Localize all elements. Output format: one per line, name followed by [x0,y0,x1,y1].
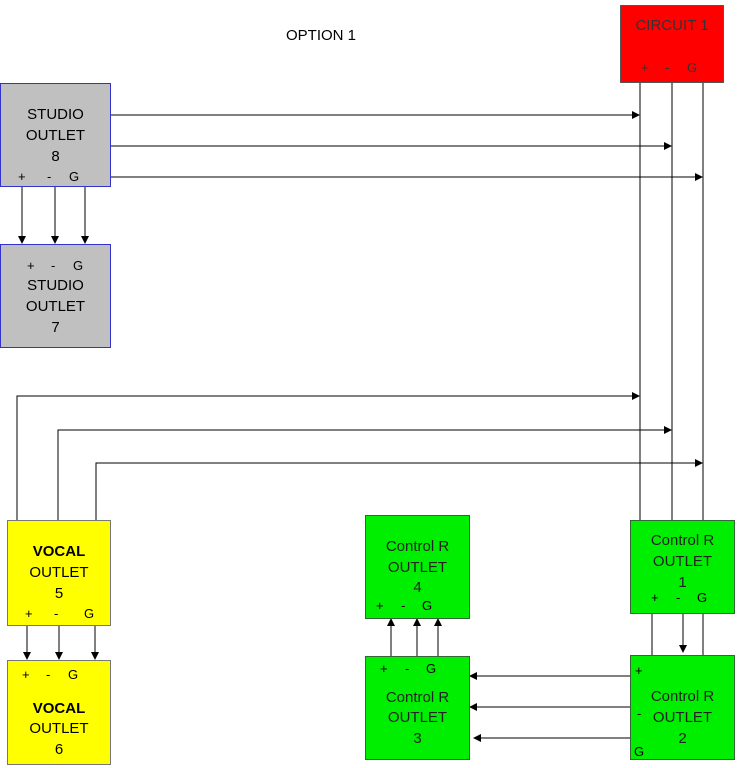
terminal-plus: + [18,169,26,184]
outlet-type: OUTLET [387,709,448,726]
terminal-minus: - [54,606,59,621]
terminal-minus: - [51,258,56,273]
outlet-number: 8 [51,148,60,165]
terminal-minus: - [665,60,670,75]
terminal-minus: - [401,598,406,613]
vocal-outlet-6-box: + - G VOCAL OUTLET 6 [7,660,111,765]
terminal-ground: G [73,258,84,273]
outlet-type: OUTLET [387,559,448,576]
terminal-minus: - [676,590,681,605]
terminal-minus: - [47,169,52,184]
outlet-number: 2 [678,730,687,747]
circuit-label: CIRCUIT 1 [635,17,709,34]
terminal-minus: - [637,706,642,721]
outlet-name: Control R [385,689,450,706]
terminal-plus: + [22,667,30,682]
terminal-plus: + [635,663,643,678]
terminal-ground: G [68,667,79,682]
outlet-number: 4 [413,579,422,596]
outlet-number: 6 [54,741,64,758]
terminal-ground: G [426,661,437,676]
control-outlet-2-box: + - G Control R OUTLET 2 [630,655,735,760]
control-outlet-1-box: Control R OUTLET 1 + - G [630,520,735,614]
terminal-plus: + [25,606,33,621]
terminal-plus: + [380,661,388,676]
outlet-name: VOCAL [32,700,86,717]
circuit-1-box: CIRCUIT 1 + - G [620,5,724,83]
outlet-number: 1 [678,574,687,591]
outlet-name: Control R [650,532,715,549]
outlet-type: OUTLET [25,127,86,144]
diagram-title: OPTION 1 [286,27,357,44]
vocal-outlet-5-box: VOCAL OUTLET 5 + - G [7,520,111,626]
wire-vocal5-minus [57,426,672,520]
outlet-type: OUTLET [25,298,86,315]
outlet-name: STUDIO [27,106,84,123]
terminal-ground: G [422,598,433,613]
outlet-type: OUTLET [29,720,89,737]
terminal-plus: + [376,598,384,613]
terminal-ground: G [634,744,645,759]
wire-vocal5-ground [95,459,703,520]
outlet-type: OUTLET [29,564,89,581]
terminal-minus: - [46,667,51,682]
outlet-type: OUTLET [652,709,713,726]
wire-vocal5-plus [16,392,640,520]
studio-outlet-7-box: + - G STUDIO OUTLET 7 [0,244,111,348]
outlet-number: 7 [51,319,60,336]
terminal-ground: G [84,606,95,621]
control-outlet-3-box: + - G Control R OUTLET 3 [365,656,470,760]
terminal-plus: + [641,60,649,75]
outlet-name: Control R [650,688,715,705]
outlet-name: STUDIO [27,277,84,294]
terminal-ground: G [697,590,708,605]
terminal-plus: + [651,590,659,605]
terminal-minus: - [405,661,410,676]
terminal-ground: G [69,169,80,184]
control-outlet-4-box: Control R OUTLET 4 + - G [365,515,470,619]
outlet-type: OUTLET [652,553,713,570]
terminal-ground: G [687,60,698,75]
studio-outlet-8-box: STUDIO OUTLET 8 + - G [0,83,111,187]
terminal-plus: + [27,258,35,273]
outlet-number: 5 [54,585,64,602]
outlet-name: VOCAL [32,543,86,560]
outlet-number: 3 [413,730,422,747]
outlet-name: Control R [385,538,450,555]
